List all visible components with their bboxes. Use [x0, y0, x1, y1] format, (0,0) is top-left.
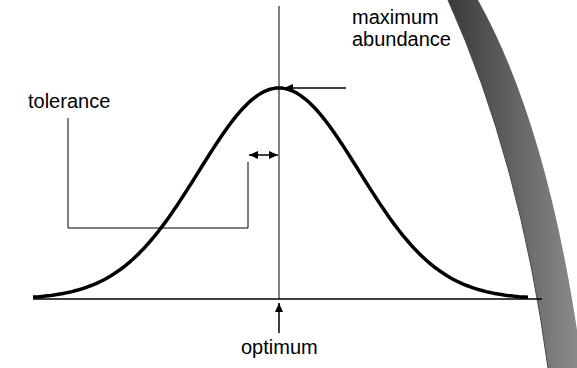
optimum-line: [279, 6, 280, 299]
tolerance-label: tolerance: [28, 90, 138, 112]
optimum-label: optimum: [241, 336, 318, 358]
axis-line: [33, 298, 542, 300]
bell-curve: [33, 88, 528, 297]
tolerance-arrow-left: [249, 154, 262, 156]
optimum-arrow: [278, 303, 280, 333]
page-curl-edge: [448, 0, 548, 368]
tolerance-bracket: [68, 118, 248, 228]
maximum-abundance-label: maximum abundance: [352, 6, 460, 50]
tolerance-arrow-right: [262, 154, 278, 156]
page-curl: [448, 0, 577, 368]
abundance-arrow: [284, 87, 346, 89]
